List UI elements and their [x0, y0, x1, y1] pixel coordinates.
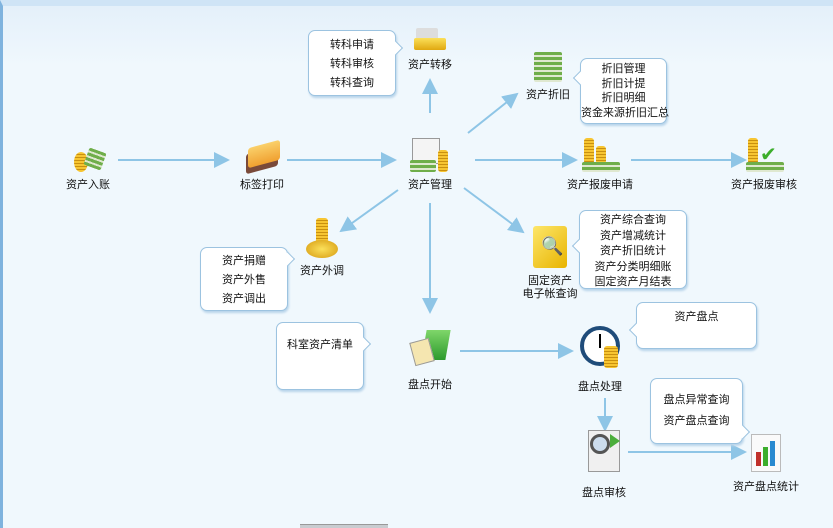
- menu-item[interactable]: 转科查询: [330, 76, 374, 89]
- menu-item[interactable]: 资产外售: [222, 273, 266, 286]
- node-ledger-query[interactable]: 🔍 固定资产 电子帐查询: [495, 226, 605, 300]
- arrow-mgmt-to-depreciation: [467, 92, 519, 134]
- node-inventory-start[interactable]: 盘点开始: [375, 330, 485, 391]
- node-asset-transfer[interactable]: 资产转移: [375, 22, 485, 71]
- node-scrap-apply[interactable]: 资产报废申请: [545, 138, 655, 191]
- calculator-folder-icon: [409, 330, 451, 367]
- gold-bars-icon: [410, 22, 450, 54]
- menu-item[interactable]: 折旧计提: [601, 76, 646, 90]
- coins-check-icon: ✔: [744, 138, 784, 174]
- cash-stack-icon: [528, 50, 568, 84]
- safe-search-icon: 🔍: [533, 226, 567, 268]
- menu-item[interactable]: 资产盘点查询: [663, 414, 730, 427]
- callout-depreciation: 折旧管理折旧计提折旧明细资金来源折旧汇总: [572, 58, 669, 124]
- chart-money-icon: [410, 138, 450, 174]
- node-label-print[interactable]: 标签打印: [207, 138, 317, 191]
- node-inventory-stats[interactable]: 资产盘点统计: [711, 434, 821, 493]
- arrow-mgmt-to-outward: [339, 189, 399, 233]
- node-inventory-review[interactable]: 盘点审核: [549, 430, 659, 499]
- document-search-icon: [584, 430, 624, 472]
- menu-item[interactable]: 资产调出: [222, 292, 266, 305]
- node-asset-depreciation[interactable]: 资产折旧: [493, 50, 603, 101]
- menu-item[interactable]: 资产分类明细账: [594, 259, 672, 273]
- coins-cash-icon: [580, 138, 620, 174]
- node-inventory-process[interactable]: 盘点处理: [545, 326, 655, 393]
- menu-item[interactable]: 折旧明细: [601, 91, 646, 104]
- menu-item[interactable]: 资产综合查询: [600, 213, 666, 226]
- card-icon: [242, 138, 282, 175]
- bar-chart-icon: [751, 434, 781, 472]
- menu-item[interactable]: 盘点异常查询: [663, 393, 730, 406]
- callout-inventory-query: 盘点异常查询资产盘点查询: [650, 378, 751, 444]
- menu-item[interactable]: 折旧管理: [601, 62, 646, 75]
- node-asset-management[interactable]: 资产管理: [375, 138, 485, 191]
- menu-item[interactable]: 转科审核: [330, 57, 374, 70]
- callout-query: 资产综合查询资产增减统计资产折旧统计资产分类明细账固定资产月结表: [571, 210, 687, 289]
- callout-inventory: 资产盘点: [628, 302, 757, 349]
- node-asset-entry[interactable]: 资产入账: [33, 138, 143, 191]
- menu-item[interactable]: 资金来源折旧汇总: [581, 105, 669, 119]
- menu-item[interactable]: 科室资产清单: [287, 338, 353, 351]
- menu-item[interactable]: 转科申请: [330, 38, 374, 51]
- callout-outward: 资产捐赠资产外售资产调出: [200, 247, 296, 311]
- menu-item[interactable]: 资产盘点: [674, 310, 719, 323]
- menu-item[interactable]: 固定资产月结表: [594, 275, 672, 288]
- menu-item[interactable]: 资产折旧统计: [600, 244, 666, 257]
- clock-coins-icon: [580, 326, 620, 370]
- node-asset-outward[interactable]: 资产外调: [267, 218, 377, 277]
- node-scrap-review[interactable]: ✔ 资产报废审核: [709, 138, 819, 191]
- arrow-mgmt-to-query: [463, 187, 525, 234]
- gold-coins-icon: [302, 218, 342, 262]
- menu-item[interactable]: 资产增减统计: [600, 228, 666, 242]
- menu-item[interactable]: 资产捐赠: [222, 254, 266, 267]
- money-bag-icon: [68, 138, 108, 174]
- callout-transfer: 转科申请转科审核转科查询: [308, 30, 404, 96]
- scrollbar[interactable]: [300, 524, 388, 528]
- callout-dept-list: 科室资产清单: [276, 322, 372, 390]
